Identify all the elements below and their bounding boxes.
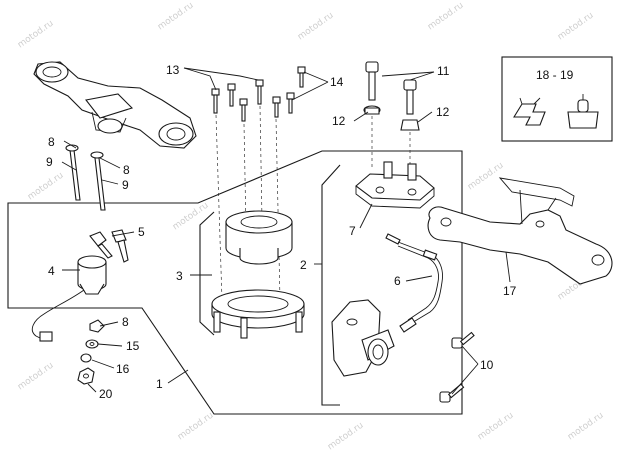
top-yoke [33,61,197,149]
connector [39,331,53,342]
callout-9-right: 9 [122,178,129,192]
callout-8-upper: 8 [48,135,55,149]
callout-11: 11 [437,64,450,78]
callout-10: 10 [480,358,494,372]
callout-15: 15 [126,339,140,353]
callout-4: 4 [48,264,55,278]
inset-box-18-19: 18 - 19 [501,56,613,142]
callout-9-left: 9 [46,155,53,169]
callout-2: 2 [300,258,307,272]
callout-13: 13 [166,63,180,77]
keys-5 [89,229,129,263]
clip-nut-19 [567,111,599,129]
watermark-text: motod.ru [16,19,56,51]
callout-17: 17 [503,284,517,298]
callout-12-left: 12 [332,114,346,128]
watermark-text: motod.ru [476,411,516,443]
watermark-text: motod.ru [16,361,56,393]
watermark-text: motod.ru [426,1,466,33]
cable-6 [385,233,443,333]
watermark-text: motod.ru [556,11,596,43]
alignment-lines [215,105,411,301]
callout-6: 6 [394,274,401,288]
callout-3: 3 [176,269,183,283]
group-frame-2 [321,164,341,406]
watermark-text: motod.ru [326,421,366,453]
callout-14: 14 [330,75,344,89]
bolt-11-left [363,61,381,115]
callout-8-right: 8 [123,163,130,177]
mounting-ring-3 [211,289,305,339]
watermark-text: motod.ru [176,411,216,443]
lock-housing-3 [225,210,293,265]
callout-1: 1 [156,377,163,391]
pin-9-left [65,144,81,201]
callout-7: 7 [349,224,356,238]
watermark-text: motod.ru [296,11,336,43]
switch-bracket-7 [355,161,435,209]
watermark-text: motod.ru [466,161,506,193]
clip-nut-18 [513,103,546,126]
callout-16: 16 [116,362,130,376]
callout-8-lower: 8 [122,315,129,329]
screws-13-14 [211,66,306,122]
pin-9-right [90,151,106,211]
callout-12-right: 12 [436,105,450,119]
group-frame-1 [7,150,463,415]
watermark-text: motod.ru [26,171,66,203]
leader-lines [61,67,511,395]
bracket-17 [427,177,613,285]
watermark-text: motod.ru [171,201,211,233]
callout-labels: 13 14 11 12 12 8 9 8 9 5 4 3 2 7 6 17 8 … [46,63,517,401]
inset-label: 18 - 19 [536,68,574,82]
group-frame-3 [199,211,215,336]
bolt-11-right [400,79,420,131]
bolts-10 [439,331,475,403]
small-fasteners [77,319,105,385]
switch-body-2 [331,299,395,377]
ignition-barrel-4 [31,255,107,342]
callout-20: 20 [99,387,113,401]
watermark-text: motod.ru [156,1,196,33]
callout-5: 5 [138,225,145,239]
watermark-text: motod.ru [566,411,606,443]
